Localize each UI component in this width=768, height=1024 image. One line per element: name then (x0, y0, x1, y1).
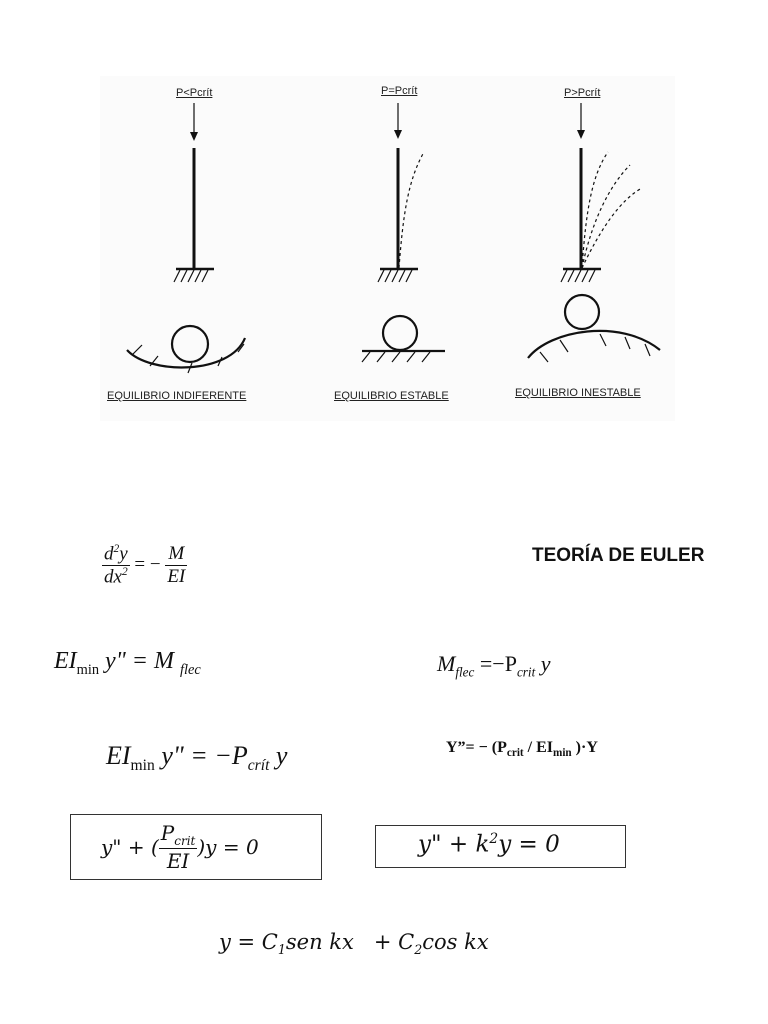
column-1-load-arrow (190, 103, 198, 141)
ball-on-flat (361, 314, 445, 363)
column-1-fixed-support (173, 267, 214, 283)
equation-combined: EImin y" = −Pcrít y (106, 741, 288, 775)
column-3-fixed-support (560, 267, 601, 283)
column-3-load-arrow (577, 103, 585, 139)
load-label-2: P=Pcrít (381, 85, 418, 97)
equation-flexural-moment: Mflec =−Pcrit y (437, 651, 551, 680)
load-label-1: P<Pcrít (176, 87, 213, 99)
caption-1: EQUILIBRIO INDIFERENTE (107, 390, 247, 402)
caption-3: EQUILIBRIO INESTABLE (515, 387, 641, 399)
load-label-3: P>Pcrít (564, 87, 601, 99)
eq1-rhs-fraction: M EI (165, 543, 188, 588)
buckling-equilibrium-diagram (126, 103, 661, 374)
equation-general-solution: y = C1sen kx + C2cos kx (219, 930, 489, 958)
column-2-load-arrow (394, 103, 402, 139)
ball-on-hill (527, 293, 661, 363)
ball-in-valley (126, 324, 247, 374)
equation-differential: d2y dx2 = − M EI (102, 543, 188, 588)
equation-normalized: Y”= − (Pcrit / EImin )·Y (446, 739, 598, 760)
column-3-deflected-shapes (581, 151, 643, 269)
column-2-deflected-shape (398, 151, 425, 269)
equation-ode-k: y" + k2y = 0 (418, 831, 560, 858)
section-title: TEORÍA DE EULER (532, 545, 705, 566)
boxed-equation-2: y" + k2y = 0 (375, 825, 626, 868)
column-2-fixed-support (377, 267, 418, 283)
eq1-lhs-fraction: d2y dx2 (102, 543, 130, 588)
caption-2: EQUILIBRIO ESTABLE (334, 390, 449, 402)
